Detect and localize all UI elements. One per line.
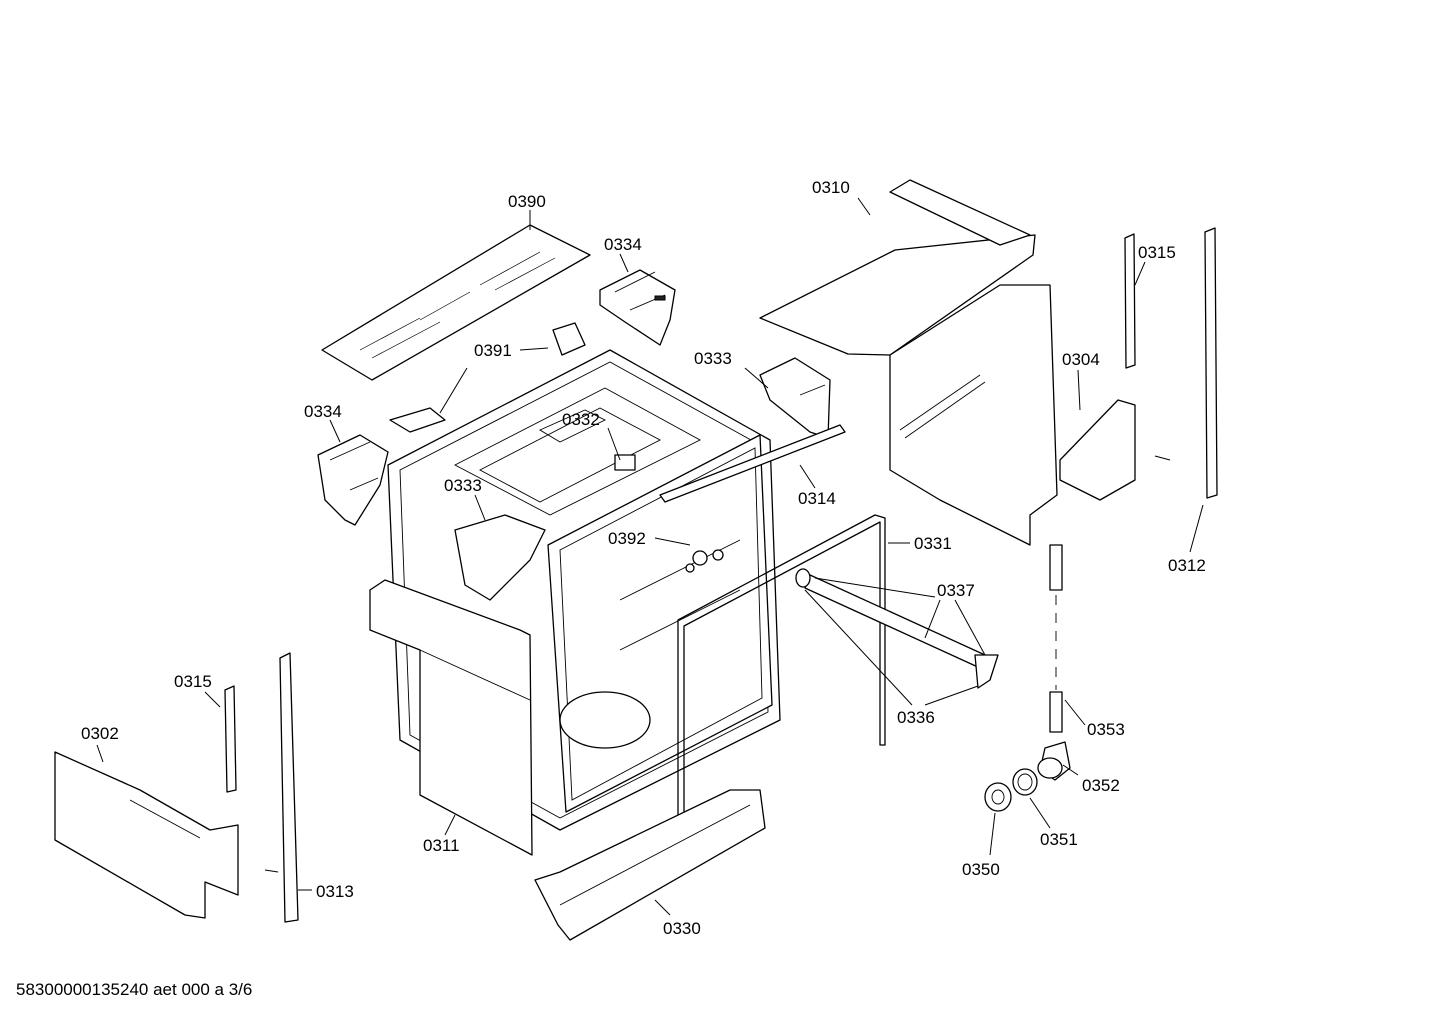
part-0390-plate <box>321 224 591 381</box>
screw-right <box>1154 455 1171 461</box>
label-0392: 0392 <box>608 529 646 548</box>
label-0390: 0390 <box>508 192 546 211</box>
leader-0353 <box>1064 699 1086 726</box>
leader-0350 <box>989 812 996 856</box>
leader-0337-a <box>814 577 936 598</box>
part-0352-fitting <box>1037 741 1071 781</box>
label-0311: 0311 <box>423 836 460 855</box>
part-0392-nuts <box>685 549 724 573</box>
part-0391-brackets <box>389 322 586 433</box>
part-0334-left-bracket <box>317 434 389 526</box>
leader-0391-a <box>519 347 549 351</box>
leader-0311 <box>444 814 456 836</box>
label-0332: 0332 <box>562 410 600 429</box>
label-0310: 0310 <box>812 178 850 197</box>
label-0314: 0314 <box>798 489 836 508</box>
label-0315-left: 0315 <box>174 672 212 691</box>
part-0315-left-trim <box>224 685 237 793</box>
label-0334-left: 0334 <box>304 402 342 421</box>
part-0333-left-bracket <box>454 514 546 601</box>
label-0352: 0352 <box>1082 776 1120 795</box>
part-0311-front-panel <box>369 579 533 856</box>
leader-0302 <box>96 744 104 763</box>
label-0330: 0330 <box>663 919 701 938</box>
label-0331: 0331 <box>914 534 952 553</box>
label-0336: 0336 <box>897 708 935 727</box>
label-0304: 0304 <box>1062 350 1100 369</box>
label-0313: 0313 <box>316 882 354 901</box>
label-0351: 0351 <box>1040 830 1078 849</box>
leader-0334-top <box>619 253 629 273</box>
leader-0330 <box>654 899 671 916</box>
part-0333-right-bracket <box>759 357 831 439</box>
part-0330-kickplate <box>534 789 766 941</box>
leader-0312 <box>1189 504 1204 553</box>
label-0302: 0302 <box>81 724 119 743</box>
part-0304-side-panel <box>889 284 1136 546</box>
part-0350-cap <box>984 782 1012 812</box>
leader-0337-c <box>954 599 986 656</box>
label-0315-right: 0315 <box>1138 243 1176 262</box>
part-0331-gasket <box>677 514 886 861</box>
leader-0351 <box>1029 797 1051 829</box>
leader-0304 <box>1077 369 1081 411</box>
leader-0332 <box>607 427 621 461</box>
part-0313-strip <box>264 652 299 923</box>
leader-0314 <box>799 464 816 489</box>
leader-0334-left <box>329 419 341 443</box>
part-0310-top-panel <box>759 179 1036 356</box>
part-0315-right-trim <box>1124 233 1136 369</box>
part-0351-ring <box>1012 768 1038 796</box>
label-0391: 0391 <box>474 341 512 360</box>
part-0314-rail <box>659 424 846 503</box>
leader-0310 <box>857 197 871 216</box>
label-0312: 0312 <box>1168 556 1206 575</box>
part-0337-rail <box>795 568 999 689</box>
leader-0337-b <box>924 599 941 639</box>
part-0302-left-panel <box>54 751 239 919</box>
label-0337: 0337 <box>937 581 975 600</box>
part-0312-strip <box>1204 227 1218 499</box>
part-0334-top-bracket <box>599 269 676 346</box>
leader-0315-right <box>1134 261 1146 286</box>
leader-0336-a <box>804 589 913 706</box>
leader-0336-b <box>924 685 979 706</box>
document-id-footer: 58300000135240 aet 000 a 3/6 <box>16 980 253 999</box>
leader-0392 <box>654 537 691 546</box>
label-0334-top: 0334 <box>604 235 642 254</box>
leader-0333-left <box>474 494 486 521</box>
leader-0333-right <box>744 367 769 389</box>
leader-0391-b <box>439 367 468 414</box>
label-0333-left: 0333 <box>444 476 482 495</box>
leader-0352 <box>1062 764 1079 776</box>
label-0333-right: 0333 <box>694 349 732 368</box>
label-0350: 0350 <box>962 860 1000 879</box>
part-0353-hose <box>1049 544 1063 733</box>
leader-0315-left <box>204 691 221 708</box>
label-0353: 0353 <box>1087 720 1125 739</box>
